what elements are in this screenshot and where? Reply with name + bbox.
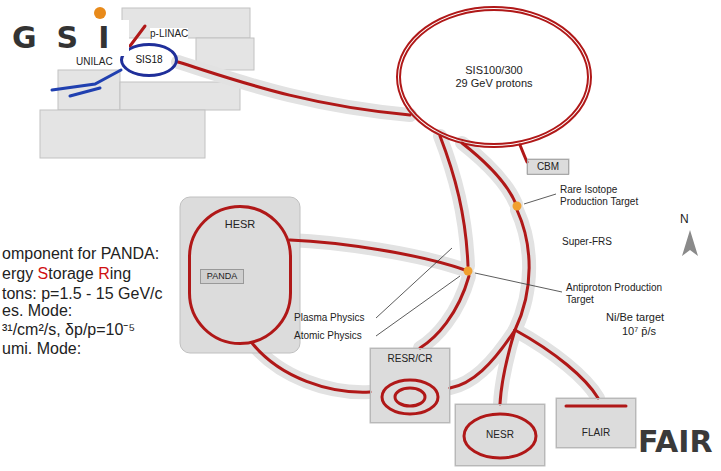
tunnels — [178, 62, 598, 404]
tunnel — [515, 210, 529, 330]
node-label: FLAIR — [581, 427, 611, 439]
node-label: PANDA — [206, 271, 238, 282]
linac-line — [52, 70, 121, 90]
logo-dot — [94, 7, 106, 19]
node-label: NESR — [485, 429, 515, 441]
leader-line — [376, 276, 460, 336]
beamline — [440, 136, 468, 266]
building — [40, 110, 205, 158]
flair-line — [566, 405, 626, 408]
description-text: es. Mode: — [2, 301, 72, 320]
description-text: ³¹/cm²/s, δp/p=10⁻⁵ — [2, 320, 135, 339]
beamline — [252, 343, 370, 392]
target-note: 10⁷ p̄/s — [622, 325, 656, 338]
target-label: Rare Isotope Production Target — [560, 184, 660, 208]
leader-line — [475, 273, 562, 292]
beamline — [515, 210, 529, 330]
beamlines — [130, 26, 626, 458]
beamline — [462, 143, 516, 204]
synchrotron-ring: SIS100/30029 GeV protons — [396, 6, 592, 148]
storage-ring — [395, 388, 425, 406]
node-label: RESR/CR — [386, 353, 433, 365]
cbm-hall — [527, 159, 569, 174]
node-label: CBM — [536, 161, 560, 173]
linac-line — [70, 88, 100, 96]
accelerator-label: UNILAC — [76, 56, 113, 68]
target-marker — [513, 202, 522, 211]
leader-line — [524, 194, 556, 204]
tunnel — [440, 136, 468, 266]
leader-line — [376, 248, 452, 318]
storage-ring: HESR PANDA — [188, 205, 292, 345]
description-text: tons: p=1.5 - 15 GeV/c — [2, 284, 163, 303]
beamline — [515, 330, 598, 398]
storage-ring-hall: NESR — [455, 404, 545, 466]
detector-box: PANDA — [200, 269, 244, 284]
separator-label: Super-FRS — [562, 236, 612, 248]
nesr-hall — [455, 404, 545, 466]
beamline — [450, 330, 515, 388]
tunnel — [290, 240, 465, 270]
beamline — [520, 145, 527, 162]
tunnel — [178, 62, 410, 115]
target-marker — [464, 267, 473, 276]
experiment-label: Atomic Physics — [294, 330, 362, 342]
target-label: Antiproton Production Target — [566, 282, 666, 306]
accelerator-label: p-LINAC — [150, 28, 188, 40]
unilac-linac — [52, 70, 121, 96]
node-label: SIS18 — [134, 54, 163, 66]
logo-text: GSI — [12, 20, 129, 56]
tunnel — [462, 143, 516, 204]
experiment-hall: FLAIR — [556, 398, 636, 448]
storage-ring — [382, 380, 438, 414]
beamline — [500, 330, 515, 404]
targets — [464, 202, 522, 276]
description-text: omponent for PANDA: — [2, 244, 159, 263]
beamline — [290, 240, 465, 270]
compass-arrow — [682, 230, 698, 256]
target-note: Ni/Be target — [606, 311, 664, 324]
experiment-box: CBM — [527, 159, 569, 175]
node-label: HESR — [224, 218, 257, 231]
leader-lines — [376, 194, 562, 336]
building — [120, 82, 240, 110]
description-text: umi. Mode: — [2, 339, 81, 358]
flair-hall — [556, 398, 636, 448]
logo-text: FAIR — [638, 424, 713, 460]
resr-hall — [370, 348, 450, 423]
node-label: SIS100/300 — [464, 64, 524, 77]
beamline — [178, 62, 410, 115]
storage-ring — [464, 414, 536, 458]
description-text: ergy Storage Ring — [2, 264, 131, 283]
hesr-hall — [180, 197, 300, 353]
compass-label: N — [680, 212, 689, 226]
node-label: 29 GeV protons — [454, 77, 533, 90]
storage-ring-hall: RESR/CR — [370, 348, 450, 423]
experiment-label: Plasma Physics — [294, 312, 365, 324]
tunnel — [515, 330, 598, 398]
